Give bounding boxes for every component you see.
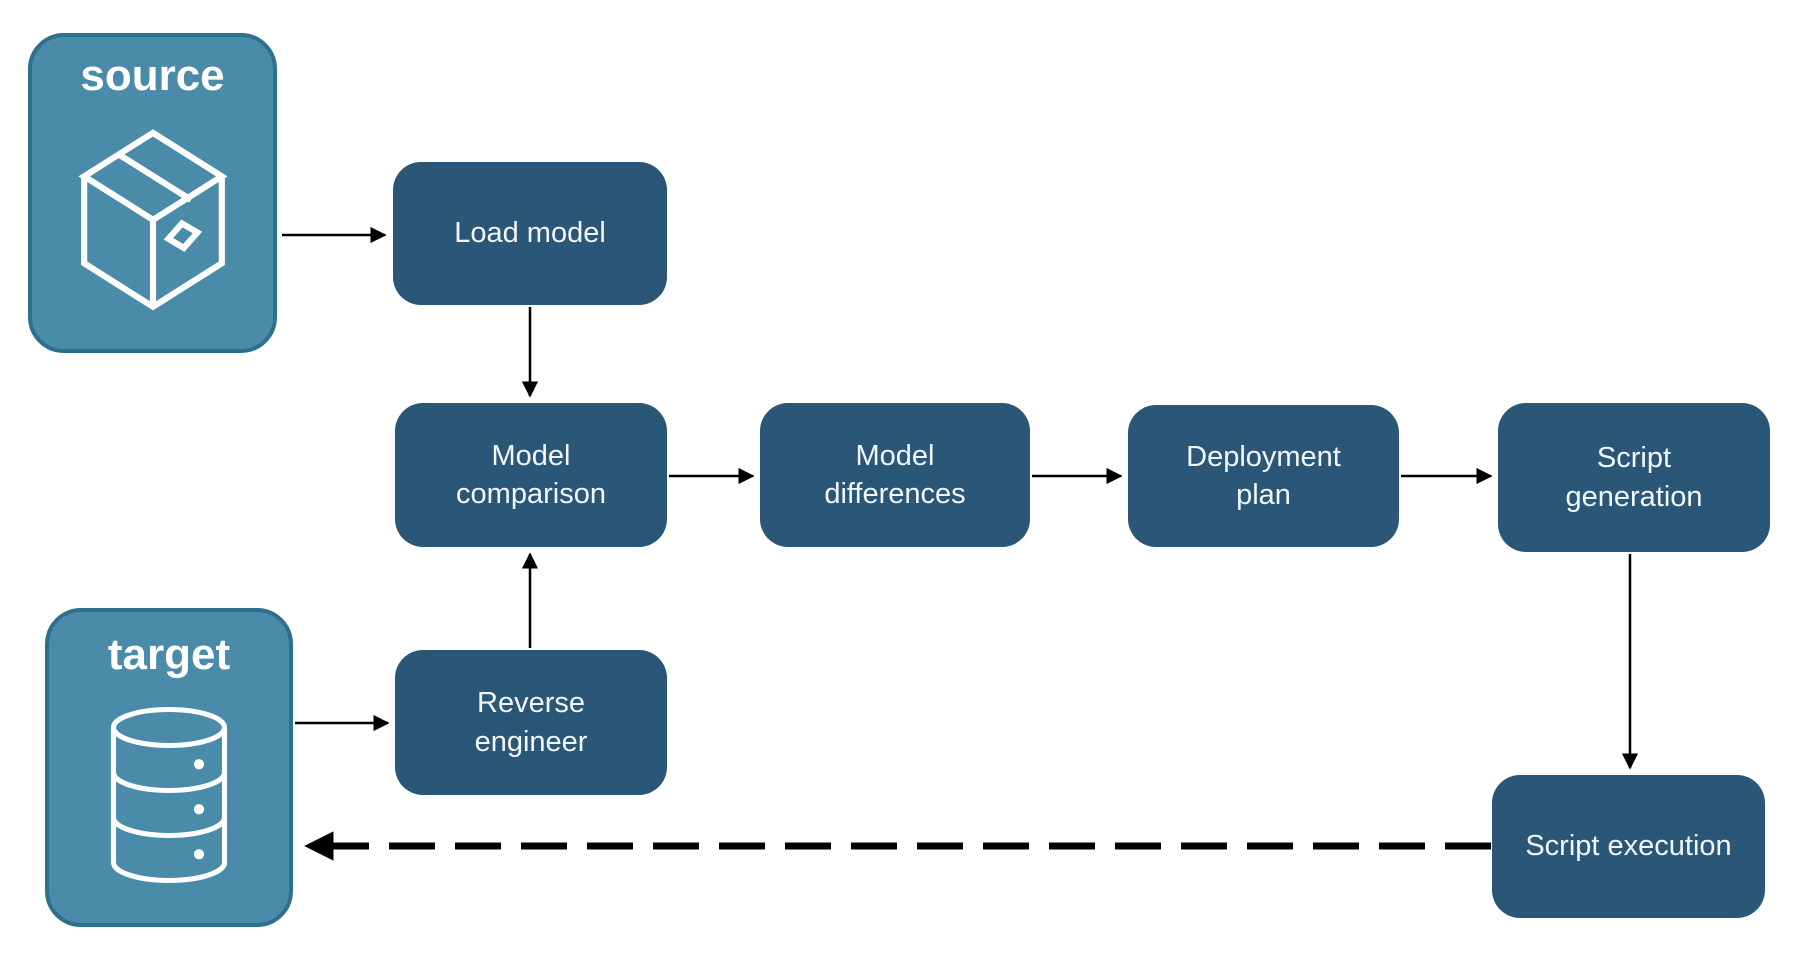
- node-deployment-plan: Deployment plan: [1128, 405, 1399, 547]
- node-label: Model differences: [824, 439, 966, 510]
- node-model-comparison: Model comparison: [395, 403, 667, 547]
- package-icon: [55, 122, 251, 314]
- node-label: Script execution: [1525, 830, 1732, 863]
- database-icon: [94, 695, 244, 895]
- node-script-generation: Script generation: [1498, 403, 1770, 552]
- node-reverse-engineer: Reverse engineer: [395, 650, 667, 795]
- target-label: target: [107, 630, 231, 679]
- node-label: Reverse engineer: [474, 687, 588, 758]
- node-label: Script generation: [1565, 442, 1703, 513]
- source-label: source: [80, 51, 225, 100]
- node-load-model: Load model: [393, 162, 667, 305]
- node-model-differences: Model differences: [760, 403, 1030, 547]
- endpoint-target: target: [45, 608, 293, 927]
- node-label: Model comparison: [456, 439, 606, 510]
- node-script-execution: Script execution: [1492, 775, 1765, 918]
- endpoint-source: source: [28, 33, 277, 353]
- node-label: Load model: [454, 217, 606, 250]
- node-label: Deployment plan: [1186, 440, 1341, 511]
